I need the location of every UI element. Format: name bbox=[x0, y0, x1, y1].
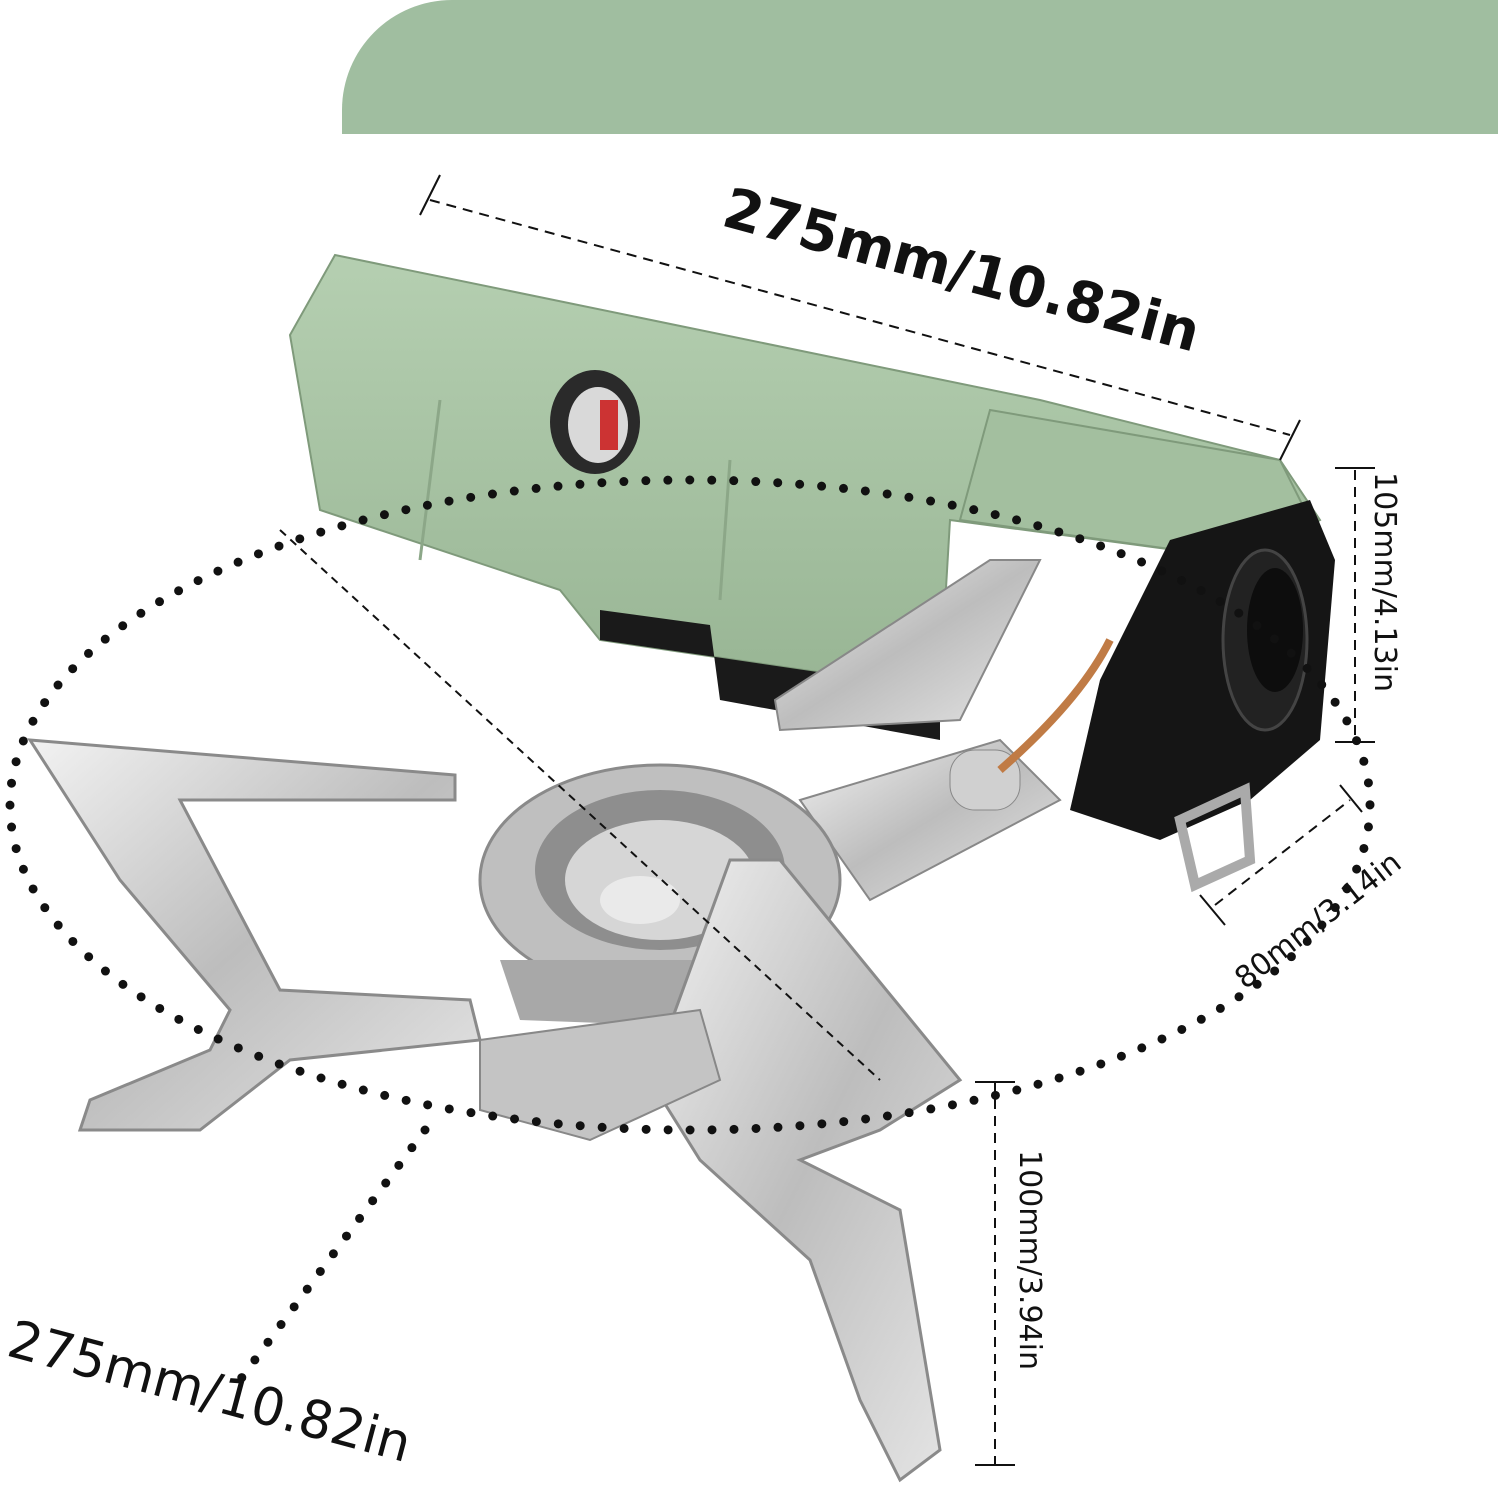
depth-label: 80mm/3.14in bbox=[1228, 845, 1408, 996]
top-length-label: 275mm/10.82in bbox=[716, 176, 1206, 366]
diameter-dashed-line bbox=[279, 529, 881, 1081]
stand-height-dimension bbox=[975, 1081, 1015, 1466]
bottom-leader-dots bbox=[235, 1125, 430, 1385]
stand-height-label: 100mm/3.94in bbox=[1012, 1150, 1047, 1370]
dotted-circle-outline bbox=[5, 475, 1375, 1135]
bottom-length-label: 275mm/10.82in bbox=[2, 1310, 418, 1475]
right-height-dimension bbox=[1335, 467, 1375, 743]
front-pot-support bbox=[648, 858, 963, 1483]
top-green-banner bbox=[342, 0, 1498, 134]
base-plate bbox=[479, 1008, 722, 1142]
gauge-window-icon bbox=[550, 370, 640, 474]
hanger-tab bbox=[1174, 782, 1256, 893]
right-height-label: 105mm/4.13in bbox=[1367, 472, 1402, 692]
control-knob-icon bbox=[1247, 568, 1303, 692]
top-length-dimension bbox=[419, 174, 1301, 461]
upper-pot-support bbox=[773, 559, 1042, 732]
stove-housing bbox=[288, 253, 1322, 740]
depth-dimension bbox=[1199, 784, 1363, 926]
left-pot-support bbox=[27, 738, 482, 1132]
burner-arm bbox=[798, 638, 1114, 902]
